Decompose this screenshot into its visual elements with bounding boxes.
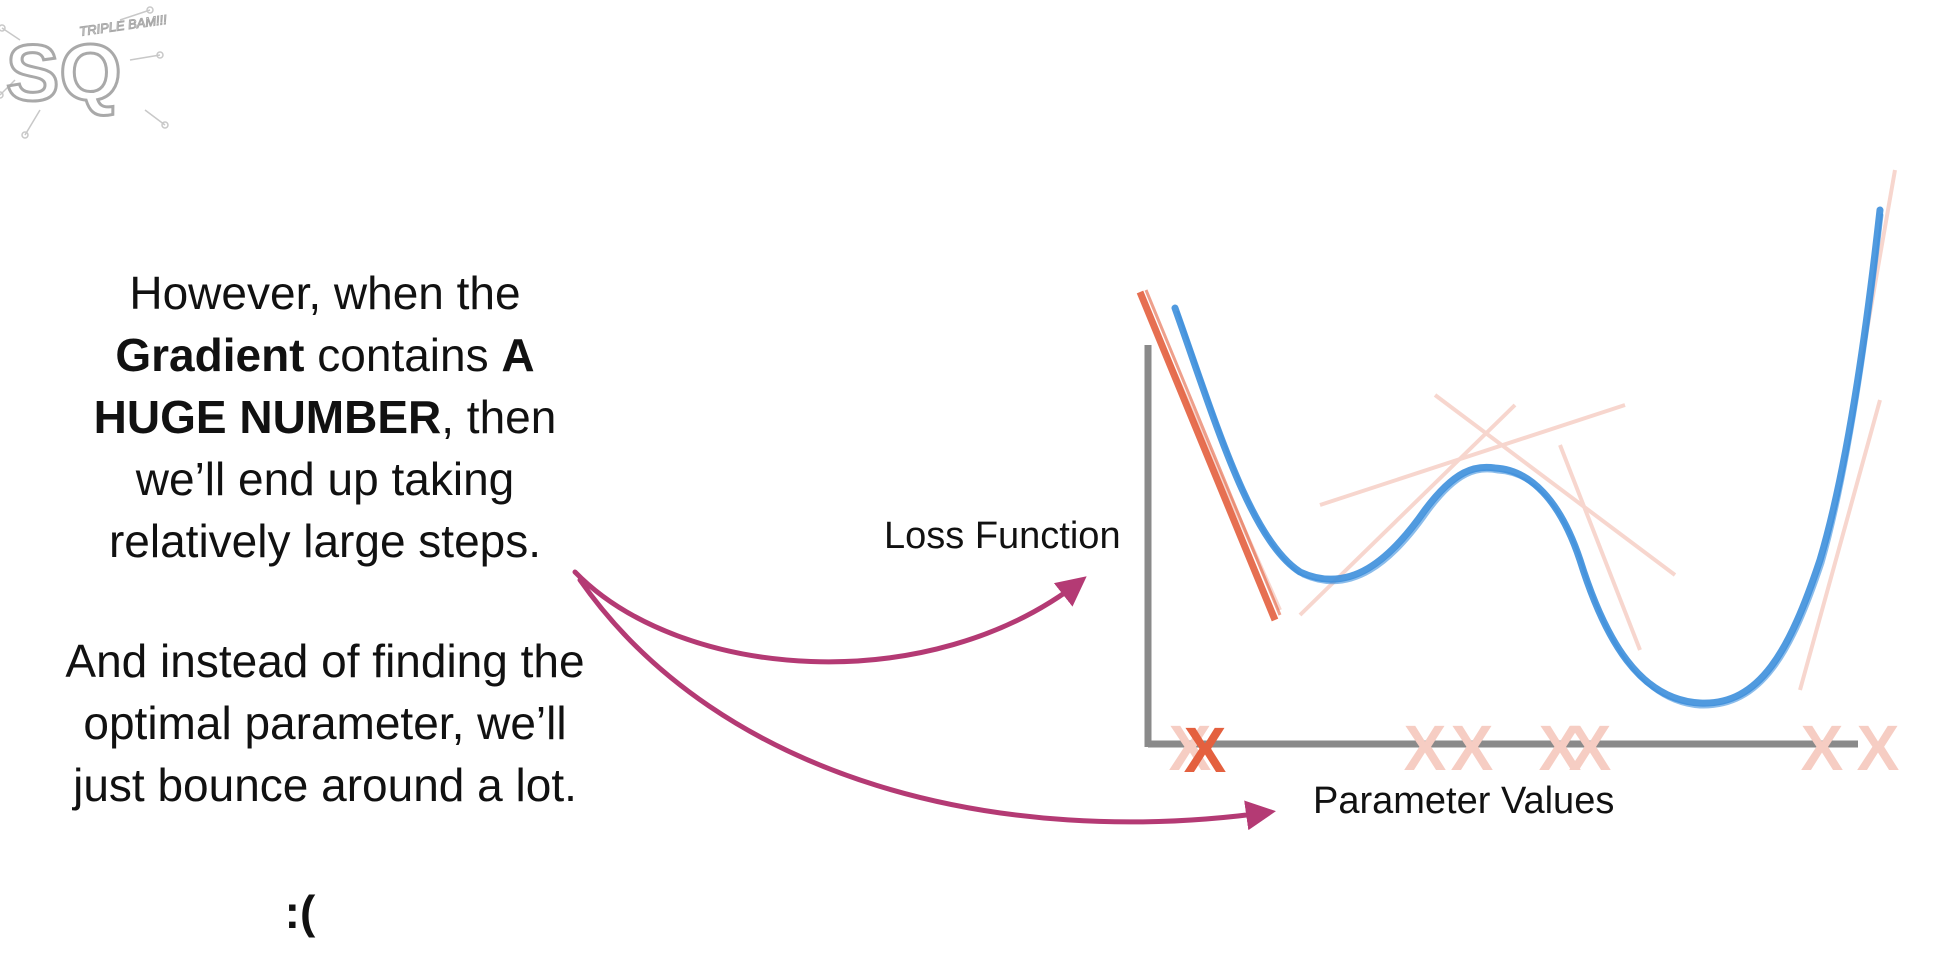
arrow-to-parameter-values xyxy=(577,577,1276,831)
step-markers: X X X X X X X X xyxy=(1169,712,1900,786)
faded-marker: X xyxy=(1857,712,1900,784)
para1-line1: However, when the xyxy=(129,267,521,319)
para1-rest: , then we’ll end up taking relatively la… xyxy=(108,391,557,567)
active-marker: X xyxy=(1184,714,1227,786)
arrow-to-loss-function xyxy=(572,569,1087,665)
para1-bold-gradient: Gradient xyxy=(115,329,305,381)
active-tangent-line xyxy=(1136,289,1282,622)
explanation-paragraph-1: However, when the Gradient contains A HU… xyxy=(45,262,605,572)
x-axis-label: Parameter Values xyxy=(1313,780,1615,822)
faded-marker: X xyxy=(1539,712,1582,784)
loss-curve xyxy=(1171,206,1884,709)
faded-tangent-line xyxy=(1558,444,1642,651)
faded-marker: X xyxy=(1569,712,1612,784)
sad-emoticon: :( xyxy=(284,886,316,938)
statquest-logo: SQ TRIPLE BAM!!! xyxy=(0,0,170,160)
statquest-logo-icon: SQ TRIPLE BAM!!! xyxy=(0,6,169,139)
y-axis-label: Loss Function xyxy=(884,515,1121,557)
faded-tangent-line xyxy=(1319,403,1626,507)
para1-mid: contains xyxy=(304,329,502,381)
faded-tangent-line xyxy=(1798,399,1882,691)
axes xyxy=(1144,345,1858,748)
faded-marker: X xyxy=(1404,712,1447,784)
pointer-arrows xyxy=(572,569,1276,831)
svg-text:SQ: SQ xyxy=(6,28,122,117)
explanation-paragraph-2: And instead of finding the optimal param… xyxy=(65,635,585,811)
faded-marker: X xyxy=(1801,712,1844,784)
faded-marker: X xyxy=(1169,712,1212,784)
faded-tangent-line xyxy=(1433,393,1677,577)
faded-marker: X xyxy=(1451,712,1494,784)
para1-bold-huge-number: A HUGE NUMBER xyxy=(93,329,535,443)
